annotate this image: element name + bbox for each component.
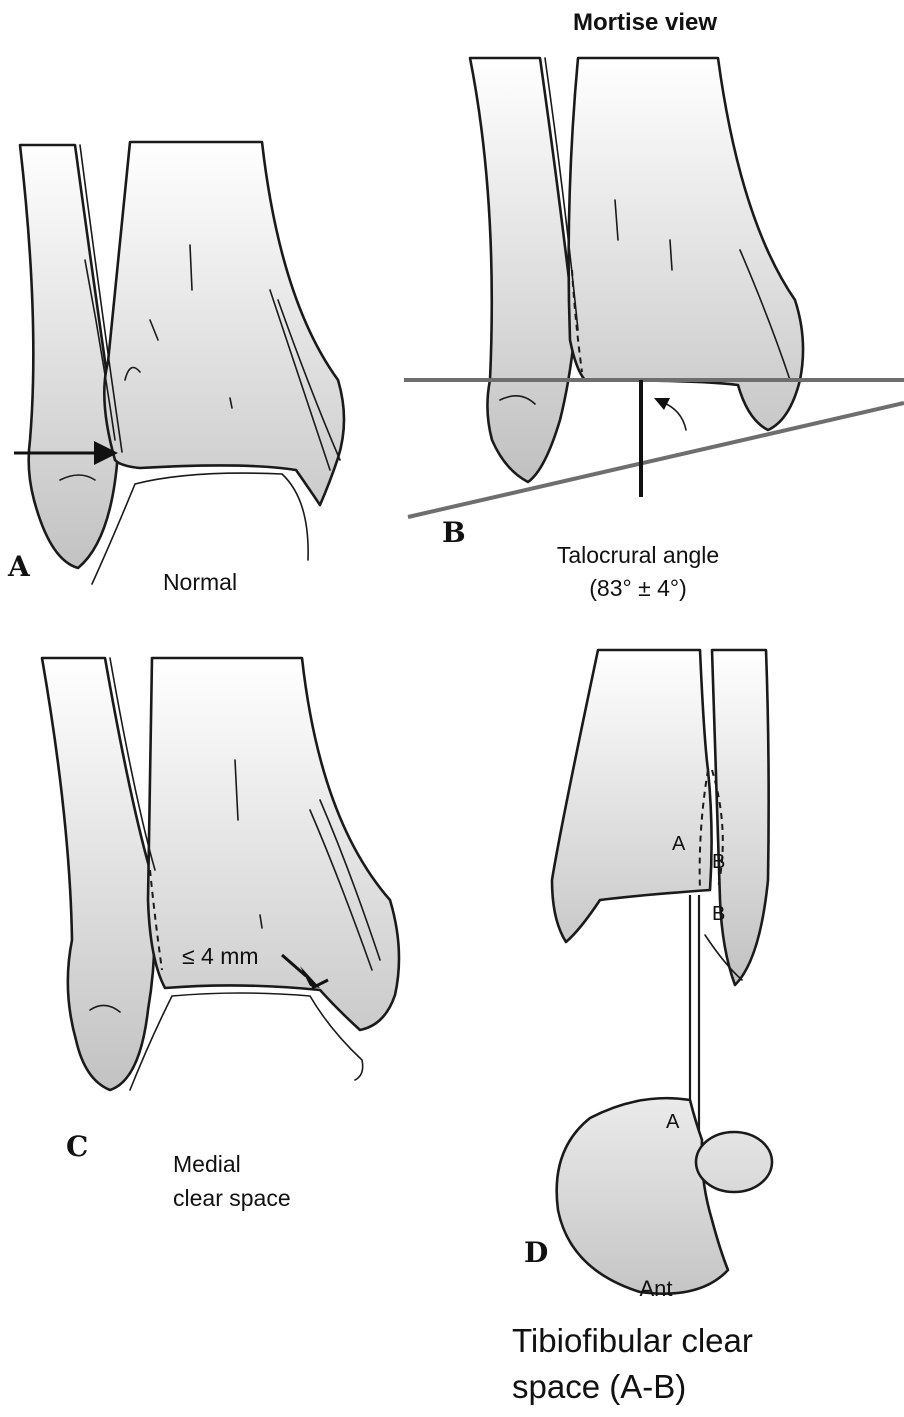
talus-c bbox=[130, 993, 363, 1090]
tibia-d bbox=[552, 650, 712, 942]
panel-c-caption-2: clear space bbox=[173, 1185, 291, 1211]
panel-b-caption-2: (83° ± 4°) bbox=[589, 575, 687, 601]
panel-c-measure: ≤ 4 mm bbox=[182, 943, 259, 969]
tibia-b bbox=[569, 58, 803, 430]
tibia-cross-section-d bbox=[557, 1098, 728, 1294]
panel-d-ant-label: Ant bbox=[639, 1276, 672, 1301]
panel-d-caption-2: space (A-B) bbox=[512, 1368, 686, 1405]
panel-d-point-b-lower: B bbox=[712, 903, 725, 925]
panel-c: ≤ 4 mm C Medial clear space bbox=[42, 658, 399, 1211]
panel-c-caption-1: Medial bbox=[173, 1151, 241, 1177]
tibia-a bbox=[104, 142, 344, 505]
malleolar-line-b bbox=[408, 403, 904, 517]
fibula-d bbox=[712, 650, 769, 985]
fibula-cross-section-d bbox=[696, 1132, 772, 1192]
tibia-c bbox=[148, 658, 399, 1030]
panel-b-letter: B bbox=[442, 516, 466, 549]
figure-title: Mortise view bbox=[573, 9, 717, 36]
panel-a-letter: A bbox=[7, 550, 31, 583]
panel-d-point-b-upper: B bbox=[712, 851, 725, 873]
fibula-c bbox=[42, 658, 155, 1090]
talus-a bbox=[92, 473, 308, 584]
fibula-b bbox=[470, 58, 575, 482]
panel-a-caption: Normal bbox=[163, 569, 237, 595]
panel-a: A Normal bbox=[7, 142, 344, 595]
panel-d-caption-1: Tibiofibular clear bbox=[512, 1322, 753, 1359]
panel-b-caption-1: Talocrural angle bbox=[557, 542, 719, 568]
panel-d-point-a-upper: A bbox=[672, 833, 686, 855]
panel-c-letter: C bbox=[66, 1130, 88, 1163]
panel-d-point-a-lower: A bbox=[666, 1111, 680, 1133]
panel-d-letter: D bbox=[524, 1236, 548, 1269]
panel-d: A B B A D Ant Tibiofibular clear space (… bbox=[512, 650, 772, 1405]
panel-b: B Talocrural angle (83° ± 4°) bbox=[404, 58, 904, 601]
fibula-a bbox=[20, 145, 118, 568]
